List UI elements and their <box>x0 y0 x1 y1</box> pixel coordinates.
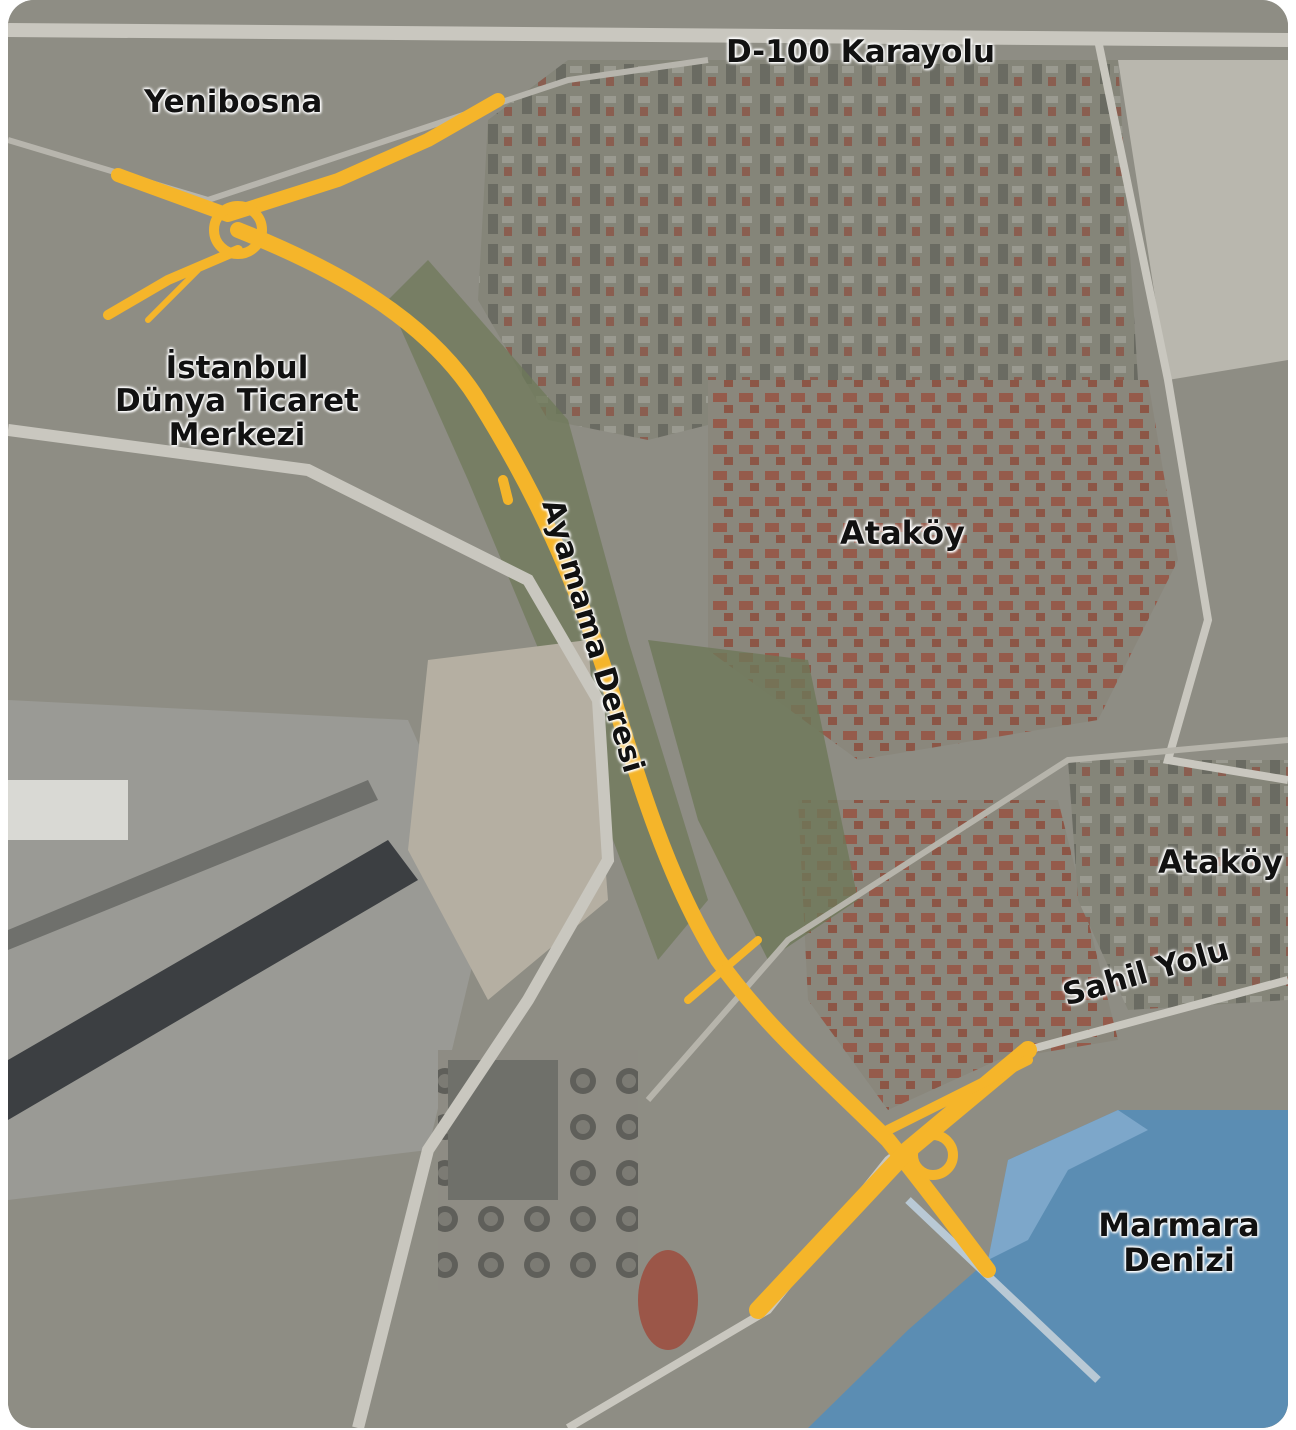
urban-block-north <box>478 60 1138 440</box>
sports-track <box>638 1250 698 1350</box>
label-yenibosna: Yenibosna <box>144 84 323 120</box>
label-d100: D-100 Karayolu <box>726 34 996 70</box>
label-wtc-line2: Dünya Ticaret <box>115 383 359 420</box>
pier <box>905 1197 1101 1383</box>
aerial-map <box>8 0 1288 1428</box>
label-atakoy-1: Ataköy <box>840 514 965 552</box>
label-wtc: İstanbul Dünya Ticaret Merkezi <box>92 350 382 453</box>
road-middle <box>645 737 1288 1102</box>
road-rail <box>8 57 709 204</box>
map-image: D-100 Karayolu Yenibosna İstanbul Dünya … <box>8 0 1288 1428</box>
green-park <box>648 640 858 960</box>
terminal-building <box>8 780 128 840</box>
route-south-branch <box>145 267 201 323</box>
label-atakoy-2: Ataköy <box>1158 843 1283 881</box>
label-marmara-line2: Denizi <box>1123 1240 1235 1279</box>
route-sahil-ramp <box>883 1055 1033 1135</box>
route-ayamama-main <box>230 222 996 1278</box>
marmara-sea <box>808 1110 1288 1428</box>
route-tributary <box>498 475 513 505</box>
urban-roofs-atakoy <box>708 380 1178 760</box>
road-east <box>1094 39 1288 784</box>
urban-east <box>1068 760 1288 1010</box>
urban-roofs-south <box>798 800 1118 1110</box>
route-interchange-south <box>908 1130 958 1180</box>
route-interchange-north <box>209 201 267 259</box>
label-marmara-line1: Marmara <box>1098 1206 1260 1244</box>
label-wtc-line1: İstanbul <box>165 350 309 386</box>
sea-shallow <box>988 1110 1148 1260</box>
label-marmara: Marmara Denizi <box>1084 1208 1274 1277</box>
treatment-basins <box>448 1060 558 1200</box>
taxiway <box>8 780 378 950</box>
planned-route <box>103 93 1037 1319</box>
route-west-branch <box>103 245 243 320</box>
route-north-branch <box>111 93 505 222</box>
industrial-east <box>1118 60 1288 380</box>
road-ring <box>8 424 615 1428</box>
route-crossing-mid <box>684 936 762 1004</box>
label-wtc-line3: Merkezi <box>168 416 306 453</box>
runway <box>8 840 418 1120</box>
construction-site <box>408 640 608 1000</box>
road-d100 <box>8 23 1288 47</box>
